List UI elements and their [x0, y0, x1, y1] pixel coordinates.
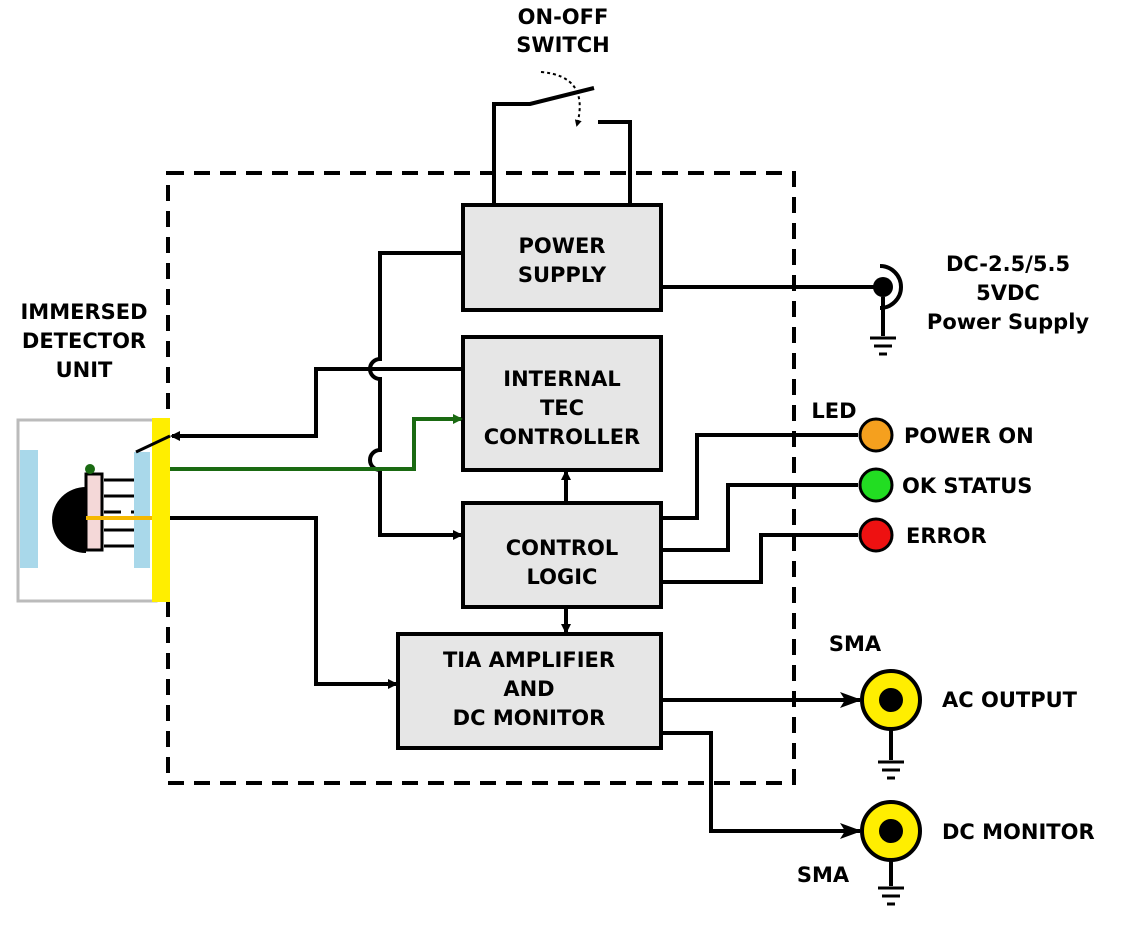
power-supply-label-line1: POWER [519, 234, 606, 258]
led-error-wire [661, 533, 858, 584]
control-logic-label-line2: LOGIC [527, 565, 598, 589]
power-input-label-line2: 5VDC [976, 281, 1040, 305]
led-error-indicator [858, 517, 894, 553]
tia-amplifier-label-line1: TIA AMPLIFIER [443, 648, 615, 672]
dc-monitor-sma-icon [860, 800, 922, 906]
tia-amplifier-block [396, 632, 663, 750]
control-logic-block [461, 501, 663, 609]
detector-label-line1: IMMERSED [20, 300, 147, 324]
power-supply-label-line2: SUPPLY [518, 263, 607, 287]
tec-controller-block [461, 335, 663, 472]
immersed-detector-unit [16, 418, 171, 603]
ac-output-sma-icon [860, 669, 922, 780]
led-power-on-indicator [858, 417, 894, 453]
power-bus-wire [368, 251, 463, 540]
led-power-on-wire [661, 433, 858, 520]
led-ok-status-indicator [858, 467, 894, 503]
ac-output-type-label: SMA [829, 632, 882, 656]
tec-controller-label-line1: INTERNAL [503, 367, 620, 391]
on-off-switch-symbol [492, 71, 632, 205]
power-jack-icon [870, 264, 903, 356]
tia-amplifier-label-line2: AND [503, 677, 554, 701]
tec-drive-wire [170, 367, 463, 441]
dc-monitor-wire [661, 731, 862, 839]
switch-label-line2: SWITCH [516, 33, 609, 57]
led-header: LED [811, 399, 856, 423]
power-input-label-line1: DC-2.5/5.5 [946, 252, 1070, 276]
tia-amplifier-label-line3: DC MONITOR [453, 706, 606, 730]
detector-signal-wire [152, 516, 398, 689]
led-ok-status-label: OK STATUS [902, 474, 1032, 498]
detector-label-line3: UNIT [56, 358, 113, 382]
led-ok-status-wire [661, 483, 858, 552]
thermistor-feedback-wire [90, 414, 463, 471]
ac-output-label: AC OUTPUT [942, 688, 1078, 712]
power-supply-block [461, 203, 663, 312]
dc-monitor-type-label: SMA [797, 863, 850, 887]
switch-label-line1: ON-OFF [518, 5, 609, 29]
detector-label-line2: DETECTOR [22, 329, 146, 353]
tec-controller-label-line3: CONTROLLER [484, 425, 640, 449]
control-logic-label-line1: CONTROL [506, 536, 619, 560]
dc-monitor-label: DC MONITOR [942, 820, 1095, 844]
tec-controller-label-line2: TEC [540, 396, 584, 420]
led-error-label: ERROR [906, 524, 987, 548]
led-power-on-label: POWER ON [904, 424, 1034, 448]
power-input-label-line3: Power Supply [927, 310, 1089, 334]
